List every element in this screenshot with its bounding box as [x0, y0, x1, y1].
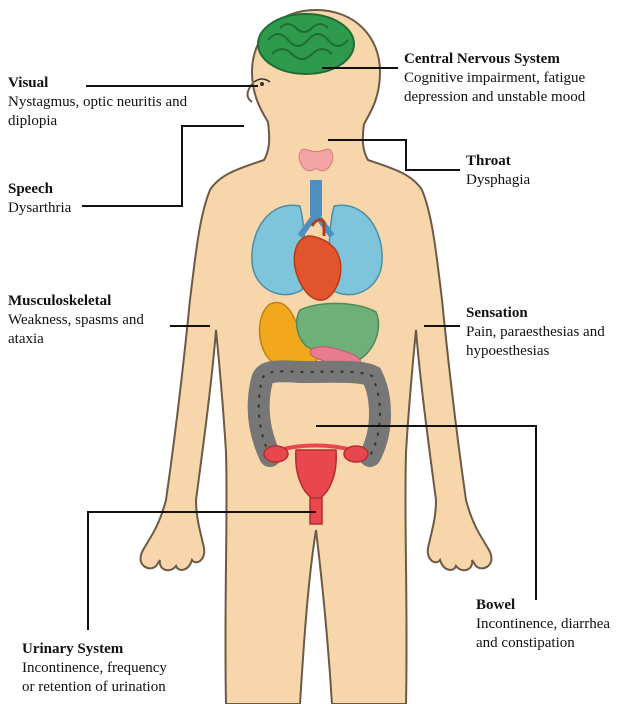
- label-urinary: Urinary System Incontinence, frequency o…: [22, 640, 167, 697]
- musculoskeletal-desc-2: ataxia: [8, 330, 144, 349]
- urinary-title: Urinary System: [22, 640, 167, 659]
- label-throat: Throat Dysphagia: [466, 152, 530, 190]
- cns-desc-1: Cognitive impairment, fatigue: [404, 69, 585, 88]
- label-musculoskeletal: Musculoskeletal Weakness, spasms and ata…: [8, 292, 144, 349]
- throat-desc-1: Dysphagia: [466, 171, 530, 190]
- urinary-desc-2: or retention of urination: [22, 678, 167, 697]
- label-sensation: Sensation Pain, paraesthesias and hypoes…: [466, 304, 605, 361]
- visual-desc-2: diplopia: [8, 112, 187, 131]
- label-speech: Speech Dysarthria: [8, 180, 71, 218]
- label-visual: Visual Nystagmus, optic neuritis and dip…: [8, 74, 187, 131]
- cns-title: Central Nervous System: [404, 50, 585, 69]
- throat-title: Throat: [466, 152, 530, 171]
- sensation-title: Sensation: [466, 304, 605, 323]
- urinary-desc-1: Incontinence, frequency: [22, 659, 167, 678]
- bowel-title: Bowel: [476, 596, 610, 615]
- thyroid-icon: [299, 149, 333, 171]
- speech-desc-1: Dysarthria: [8, 199, 71, 218]
- sensation-desc-2: hypoesthesias: [466, 342, 605, 361]
- musculoskeletal-desc-1: Weakness, spasms and: [8, 311, 144, 330]
- brain-icon: [258, 14, 354, 74]
- musculoskeletal-title: Musculoskeletal: [8, 292, 144, 311]
- label-cns: Central Nervous System Cognitive impairm…: [404, 50, 585, 107]
- sensation-desc-1: Pain, paraesthesias and: [466, 323, 605, 342]
- label-bowel: Bowel Incontinence, diarrhea and constip…: [476, 596, 610, 653]
- bowel-desc-1: Incontinence, diarrhea: [476, 615, 610, 634]
- visual-desc-1: Nystagmus, optic neuritis and: [8, 93, 187, 112]
- cns-desc-2: depression and unstable mood: [404, 88, 585, 107]
- visual-title: Visual: [8, 74, 187, 93]
- speech-title: Speech: [8, 180, 71, 199]
- bowel-desc-2: and constipation: [476, 634, 610, 653]
